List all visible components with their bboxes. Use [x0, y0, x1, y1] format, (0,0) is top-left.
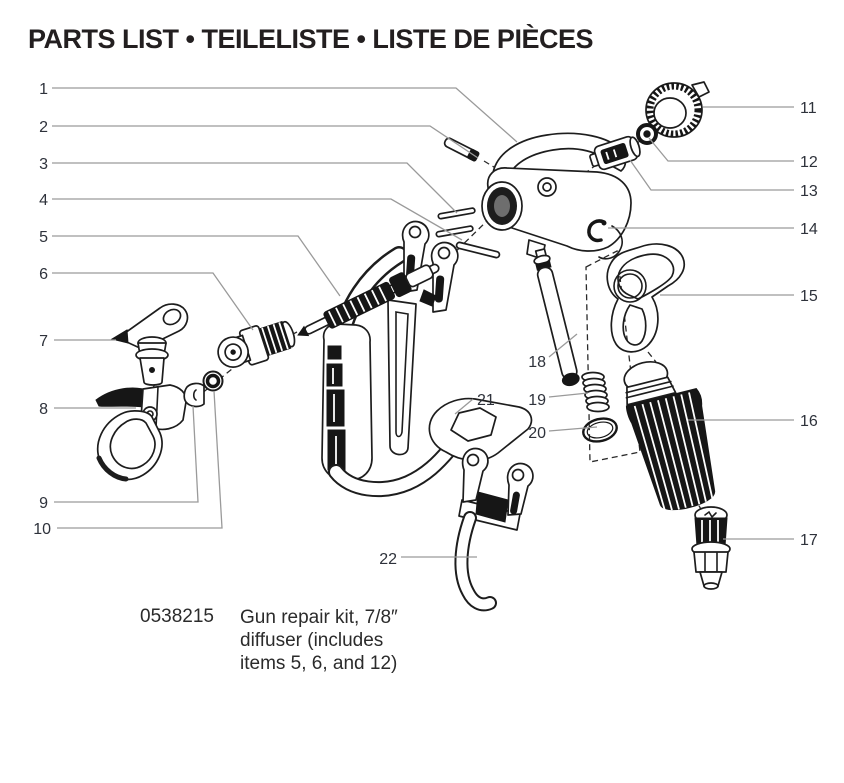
callout-19: 19 — [528, 392, 546, 409]
leader-lines — [52, 87, 794, 558]
callout-1: 1 — [39, 81, 48, 98]
callout-17: 17 — [800, 532, 818, 549]
callout-3: 3 — [39, 156, 48, 173]
callout-14: 14 — [800, 221, 818, 238]
callout-2: 2 — [39, 119, 48, 136]
callout-10: 10 — [33, 521, 51, 538]
callout-4: 4 — [39, 192, 48, 209]
part-valve-housing — [589, 135, 641, 171]
callout-18: 18 — [528, 354, 546, 371]
kit-description: Gun repair kit, 7/8″ diffuser (includes … — [240, 606, 398, 675]
callout-5: 5 — [39, 229, 48, 246]
part-tip-seal — [183, 382, 205, 408]
part-grip-handle — [623, 360, 716, 511]
part-trigger — [454, 447, 534, 612]
callout-20: 20 — [528, 425, 546, 442]
part-diffuser — [217, 320, 296, 368]
part-needle-assembly — [297, 263, 440, 337]
callout-16: 16 — [800, 413, 818, 430]
part-o-ring — [582, 417, 618, 443]
kit-description-line-2: diffuser (includes — [240, 630, 384, 651]
part-retainer-cap — [645, 81, 710, 138]
callout-15: 15 — [800, 288, 818, 305]
part-pin — [443, 137, 480, 162]
part-gun-frame — [321, 220, 533, 498]
part-spring — [581, 371, 610, 413]
callout-8: 8 — [39, 401, 48, 418]
callout-9: 9 — [39, 495, 48, 512]
part-seal-washer — [202, 370, 224, 392]
part-rod-lower — [435, 225, 474, 238]
callout-6: 6 — [39, 266, 48, 283]
callout-numbers: 1 2 3 4 5 6 7 8 9 10 11 12 13 14 15 16 1… — [33, 81, 818, 568]
part-retaining-clip — [587, 219, 607, 243]
page-title: PARTS LIST • TEILELISTE • LISTE DE PIÈCE… — [28, 24, 593, 54]
part-spray-tip — [110, 303, 189, 386]
callout-13: 13 — [800, 183, 818, 200]
part-packing-nut — [636, 123, 658, 145]
part-needle-pin — [455, 241, 501, 259]
kit-description-line-1: Gun repair kit, 7/8″ — [240, 607, 398, 628]
kit-description-line-3: items 5, 6, and 12) — [240, 653, 398, 674]
part-tip-guard — [95, 384, 187, 482]
part-trigger-guard — [606, 243, 686, 353]
callout-7: 7 — [39, 333, 48, 350]
callout-11: 11 — [800, 100, 817, 117]
part-fluid-tube — [533, 248, 580, 387]
part-swivel-fitting — [691, 506, 731, 590]
kit-part-number: 0538215 — [140, 606, 214, 627]
callout-21: 21 — [477, 392, 495, 409]
callout-22: 22 — [379, 551, 397, 568]
part-gun-head — [481, 132, 632, 260]
callout-12: 12 — [800, 154, 818, 171]
